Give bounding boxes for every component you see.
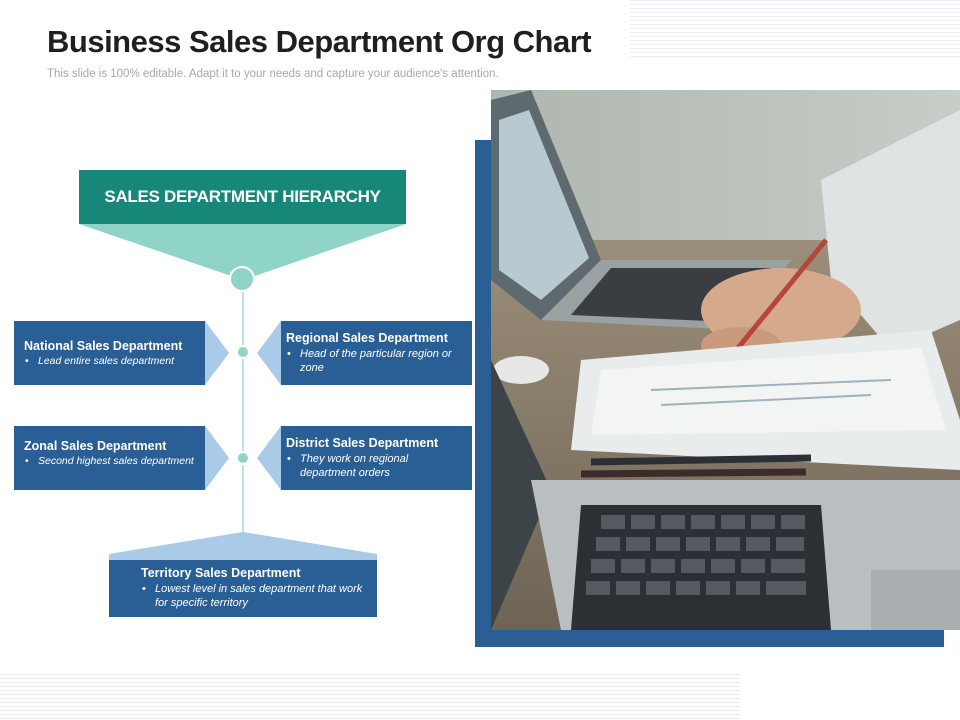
node-district-sales: District Sales Department • They work on … bbox=[281, 426, 472, 490]
node-zonal-sales: Zonal Sales Department • Second highest s… bbox=[14, 426, 205, 490]
node-regional-desc-text: Head of the particular region or zone bbox=[300, 348, 452, 374]
territory-cap-shape bbox=[109, 532, 377, 560]
node-territory-desc-text: Lowest level in sales department that wo… bbox=[155, 583, 363, 609]
bullet-marker: • bbox=[287, 348, 291, 360]
chevron-left-arrow-1 bbox=[257, 321, 281, 385]
bullet-marker: • bbox=[25, 355, 29, 367]
chevron-right-arrow-2 bbox=[205, 426, 229, 490]
node-national-desc: • Lead entire sales department bbox=[24, 355, 197, 368]
slide-subtitle: This slide is 100% editable. Adapt it to… bbox=[47, 68, 499, 80]
hierarchy-connector-line bbox=[242, 292, 244, 534]
photo-illustration bbox=[491, 90, 960, 630]
node-national-sales: National Sales Department • Lead entire s… bbox=[14, 321, 205, 385]
hierarchy-header: SALES DEPARTMENT HIERARCHY bbox=[79, 170, 406, 224]
chevron-right-arrow-1 bbox=[205, 321, 229, 385]
hierarchy-funnel bbox=[79, 224, 406, 280]
hierarchy-root-node bbox=[229, 266, 255, 292]
node-zonal-desc: • Second highest sales department bbox=[24, 455, 197, 468]
node-territory-title: Territory Sales Department bbox=[141, 566, 301, 580]
node-zonal-desc-text: Second highest sales department bbox=[38, 455, 194, 467]
node-regional-title: Regional Sales Department bbox=[286, 331, 448, 345]
node-district-title: District Sales Department bbox=[286, 436, 439, 450]
bullet-marker: • bbox=[142, 583, 146, 595]
node-regional-desc: • Head of the particular region or zone bbox=[286, 347, 464, 375]
top-stripes-decoration bbox=[630, 0, 960, 58]
node-territory-sales: Territory Sales Department • Lowest level… bbox=[109, 560, 377, 617]
hierarchy-header-label: SALES DEPARTMENT HIERARCHY bbox=[104, 187, 381, 206]
node-zonal-title: Zonal Sales Department bbox=[24, 439, 167, 453]
office-laptop-photo bbox=[491, 90, 960, 630]
bullet-marker: • bbox=[25, 455, 29, 467]
chevron-left-arrow-2 bbox=[257, 426, 281, 490]
slide-title: Business Sales Department Org Chart bbox=[47, 24, 592, 59]
node-national-desc-text: Lead entire sales department bbox=[38, 355, 175, 367]
node-national-title: National Sales Department bbox=[24, 339, 183, 353]
node-regional-sales: Regional Sales Department • Head of the p… bbox=[281, 321, 472, 385]
funnel-shape bbox=[79, 224, 406, 280]
node-district-desc-text: They work on regional department orders bbox=[300, 453, 409, 479]
node-district-desc: • They work on regional department orders bbox=[286, 452, 464, 480]
node-territory-desc: • Lowest level in sales department that w… bbox=[141, 582, 367, 610]
connector-dot-1 bbox=[236, 345, 250, 359]
bottom-stripes-decoration bbox=[0, 674, 740, 720]
bullet-marker: • bbox=[287, 453, 291, 465]
connector-dot-2 bbox=[236, 451, 250, 465]
